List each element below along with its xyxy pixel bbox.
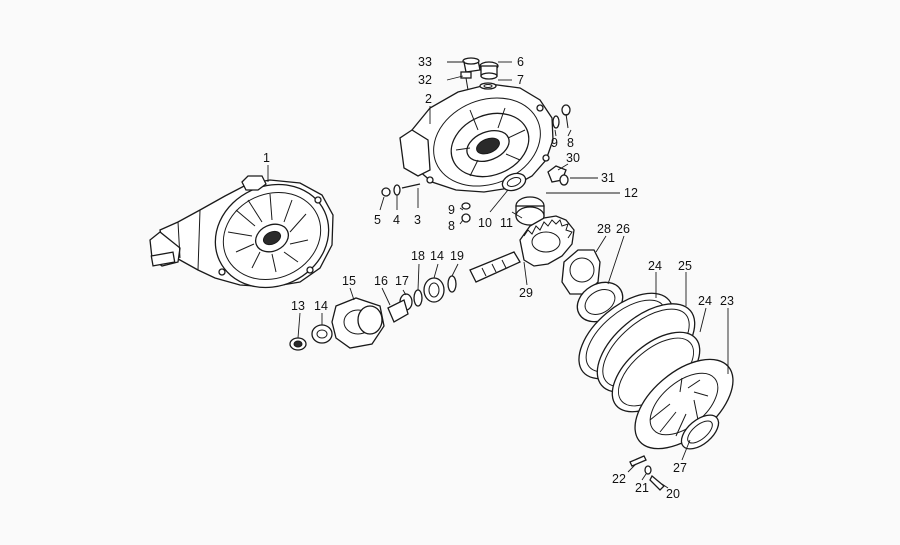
part-19-shim bbox=[447, 275, 457, 293]
callout-14-right: 14 bbox=[430, 249, 444, 263]
callout-8-lower: 8 bbox=[448, 219, 455, 233]
part-29-pinion-and-crown-wheel bbox=[469, 215, 575, 283]
callout-30: 30 bbox=[566, 151, 580, 165]
callout-20: 20 bbox=[666, 487, 680, 501]
callout-24-top: 24 bbox=[648, 259, 662, 273]
part-31-screw bbox=[559, 174, 569, 186]
part-9-washer-lower bbox=[461, 202, 471, 210]
part-6-plug bbox=[479, 61, 499, 80]
callout-19: 19 bbox=[450, 249, 464, 263]
part-16-spacer-ring bbox=[387, 299, 409, 323]
callout-14-left: 14 bbox=[314, 299, 328, 313]
callout-9-right: 9 bbox=[551, 136, 558, 150]
part-13-nut bbox=[289, 337, 307, 351]
callout-25: 25 bbox=[678, 259, 692, 273]
part-15-bearing-housing bbox=[331, 297, 385, 349]
leader-lines bbox=[267, 61, 729, 489]
callout-7: 7 bbox=[517, 73, 524, 87]
callout-12: 12 bbox=[624, 186, 638, 200]
callout-16: 16 bbox=[374, 274, 388, 288]
callout-22: 22 bbox=[612, 472, 626, 486]
callout-18: 18 bbox=[411, 249, 425, 263]
callout-1: 1 bbox=[263, 151, 270, 165]
part-5-nut bbox=[381, 187, 391, 197]
callout-28: 28 bbox=[597, 222, 611, 236]
part-20-screw bbox=[649, 474, 665, 491]
part-33-plug bbox=[462, 57, 481, 73]
callout-17: 17 bbox=[395, 274, 409, 288]
part-7-washer bbox=[479, 82, 497, 90]
part-8-bolt-lower bbox=[461, 213, 471, 223]
part-1-assembled-housing bbox=[149, 175, 334, 289]
callout-23: 23 bbox=[720, 294, 734, 308]
callout-2: 2 bbox=[425, 92, 432, 106]
part-32-breather bbox=[460, 71, 472, 91]
part-9-washer-right bbox=[552, 115, 560, 129]
part-8-bolt-right bbox=[561, 104, 571, 129]
part-21-washer bbox=[644, 465, 652, 475]
callout-labels: 1 2 3 4 5 6 7 8 8 9 9 10 11 12 13 14 14 … bbox=[263, 55, 734, 501]
callout-29: 29 bbox=[519, 286, 533, 300]
callout-31: 31 bbox=[601, 171, 615, 185]
part-22-pin bbox=[629, 455, 647, 467]
callout-26: 26 bbox=[616, 222, 630, 236]
callout-15: 15 bbox=[342, 274, 356, 288]
callout-10: 10 bbox=[478, 216, 492, 230]
part-28-carrier bbox=[561, 249, 601, 295]
part-18-spacer bbox=[413, 289, 423, 307]
callout-27: 27 bbox=[673, 461, 687, 475]
callout-9-lower: 9 bbox=[448, 203, 455, 217]
callout-32: 32 bbox=[418, 73, 432, 87]
callout-3: 3 bbox=[414, 213, 421, 227]
part-11-bearing bbox=[515, 196, 545, 226]
part-14-bearing-right bbox=[423, 277, 445, 303]
part-14-bearing-left bbox=[311, 324, 333, 344]
callout-4: 4 bbox=[393, 213, 400, 227]
callout-24-lower: 24 bbox=[698, 294, 712, 308]
part-27-oil-seal bbox=[680, 414, 720, 450]
part-3-stud bbox=[401, 183, 421, 189]
part-10-oil-seal bbox=[501, 172, 527, 192]
part-4-washer bbox=[393, 184, 401, 196]
callout-5: 5 bbox=[374, 213, 381, 227]
part-2-housing bbox=[399, 83, 554, 193]
callout-21: 21 bbox=[635, 481, 649, 495]
callout-33: 33 bbox=[418, 55, 432, 69]
callout-13: 13 bbox=[291, 299, 305, 313]
callout-6: 6 bbox=[517, 55, 524, 69]
callout-11: 11 bbox=[500, 216, 513, 230]
callout-8-right: 8 bbox=[567, 136, 574, 150]
